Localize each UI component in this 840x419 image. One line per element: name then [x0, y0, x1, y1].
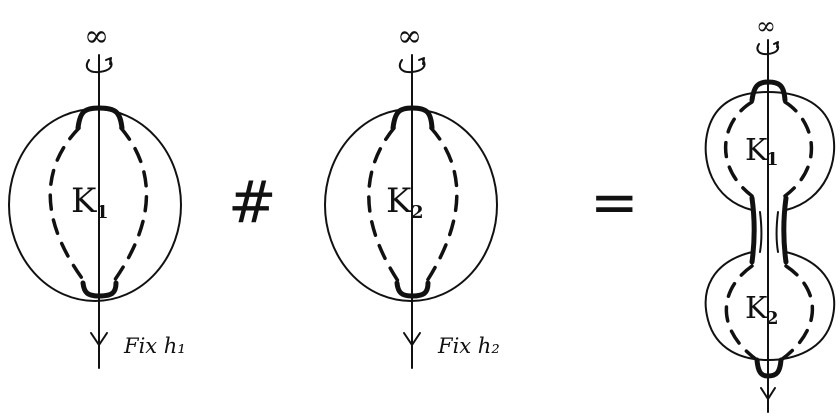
axis-arrow-icon — [90, 332, 108, 346]
infinity-label: ∞ — [756, 12, 776, 40]
tube-outline-right — [775, 211, 779, 253]
tube-outline-left — [759, 211, 763, 253]
arc-bottom-thick — [80, 280, 119, 299]
equals-symbol: = — [590, 168, 639, 236]
knot-strand-right — [425, 126, 459, 283]
connected-sum-symbol: # — [228, 168, 277, 236]
knot-strand-right — [112, 126, 149, 283]
bottom-ball-outline — [704, 251, 836, 361]
fixed-point-label: Fix h₁ — [123, 334, 186, 358]
axis-arrow-icon — [403, 332, 421, 346]
top-strand-left — [724, 100, 754, 198]
arrowhead-icon — [418, 57, 425, 65]
knot-index: 1 — [96, 202, 109, 223]
knot-k2-ball: ∞ K 2 Fix h₂ — [324, 19, 500, 369]
result-connected-sum: ∞ K 1 K 2 — [704, 12, 836, 413]
bottom-knot-index: 2 — [766, 308, 779, 329]
arc-top-thick — [75, 105, 125, 131]
knot-letter: K — [71, 181, 97, 221]
tube-right — [781, 195, 789, 265]
arc-bottom-thick — [394, 280, 431, 299]
rotation-arrow-icon — [85, 59, 113, 74]
knot-strand-left — [367, 126, 400, 283]
fixed-point-label: Fix h₂ — [437, 334, 500, 358]
top-ball-outline — [704, 91, 836, 211]
arc-top-thick — [390, 105, 435, 131]
top-strand-right — [783, 100, 814, 198]
knot-letter: K — [386, 181, 412, 221]
arc-top-thick — [749, 79, 788, 103]
top-knot-letter: K — [745, 133, 768, 168]
knot-strand-left — [48, 126, 86, 283]
rotation-arrow-icon — [756, 43, 780, 56]
tube-left — [749, 195, 757, 265]
axis-arrow-icon — [760, 387, 776, 400]
knot-index: 2 — [411, 202, 424, 223]
arrowhead-icon — [773, 41, 779, 48]
bottom-strand-left — [724, 264, 759, 362]
infinity-label: ∞ — [397, 19, 422, 54]
top-knot-index: 1 — [766, 149, 779, 170]
bottom-strand-right — [779, 264, 815, 362]
knot-k1-ball: ∞ K 1 Fix h₁ — [8, 19, 186, 369]
arc-bottom-thick — [754, 357, 784, 379]
rotation-arrow-icon — [398, 59, 426, 74]
infinity-label: ∞ — [84, 19, 109, 54]
bottom-knot-letter: K — [745, 291, 768, 326]
arrowhead-icon — [105, 57, 112, 65]
